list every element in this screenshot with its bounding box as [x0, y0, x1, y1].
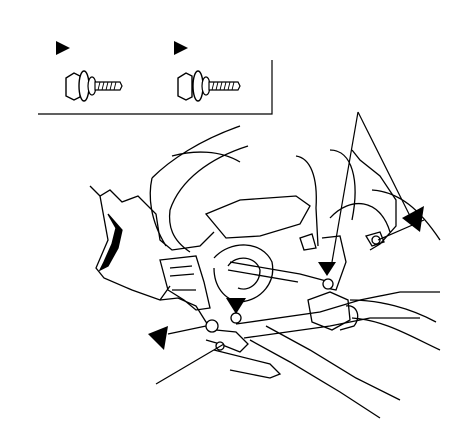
bolt-1-marker-triangle — [56, 41, 70, 55]
callout-triangle-right — [318, 262, 336, 276]
callout-triangle-center — [226, 298, 246, 314]
fastener-bolt-2 — [174, 41, 241, 102]
callout-line-left — [167, 325, 207, 335]
center-mount-inner — [227, 257, 261, 290]
right-bracket-frame — [321, 235, 347, 291]
mounting-bolt-left — [205, 319, 219, 333]
callout-line-far-right-2 — [357, 111, 411, 217]
callout-markers — [148, 111, 425, 385]
callout-triangle-left — [148, 326, 168, 350]
leader-line-lower-bracket — [155, 343, 225, 385]
lower-pipe-main — [249, 325, 401, 419]
mounting-bolt-center — [230, 312, 242, 324]
bolt-2-head — [177, 72, 193, 101]
callout-triangle-far-right — [402, 206, 424, 232]
legend-box-outline — [38, 60, 273, 115]
component-assembly — [89, 125, 441, 419]
bolt-1-head — [65, 72, 81, 101]
bolt-1-threads — [97, 81, 117, 91]
bolt-2-marker-triangle — [174, 41, 188, 55]
floor-edge — [213, 349, 282, 379]
center-body — [204, 195, 311, 239]
left-body-shading — [98, 213, 123, 272]
cross-cable — [227, 261, 331, 283]
callout-line-far-right-3 — [377, 219, 425, 241]
fastener-bolt-1 — [56, 41, 123, 102]
callout-line-far-right-1 — [331, 111, 359, 263]
large-hose-curve — [149, 177, 191, 253]
center-mount-base — [213, 244, 274, 303]
left-body-panel — [95, 195, 171, 301]
right-mount-clip — [299, 233, 317, 251]
right-pipe-run — [349, 299, 441, 351]
upper-housing-outline — [89, 185, 215, 251]
assembly-bolts — [205, 235, 381, 351]
upper-left-arc — [171, 151, 241, 163]
mounting-bolt-right — [322, 278, 334, 290]
fastener-legend-box — [38, 41, 273, 115]
pipe-coupler-ring — [339, 305, 359, 331]
large-hose-upper — [151, 125, 249, 211]
lower-pipe-upper — [235, 291, 440, 339]
bracket-detail-lines — [169, 265, 196, 291]
upper-right-hose — [295, 149, 356, 247]
bolt-2-threads — [211, 81, 235, 91]
right-housing-inner — [365, 231, 385, 247]
pipe-coupler — [307, 291, 351, 331]
bracket-bolt-upper-right — [371, 235, 381, 245]
lower-bracket-plate — [159, 255, 211, 311]
far-right-arc — [329, 189, 441, 241]
